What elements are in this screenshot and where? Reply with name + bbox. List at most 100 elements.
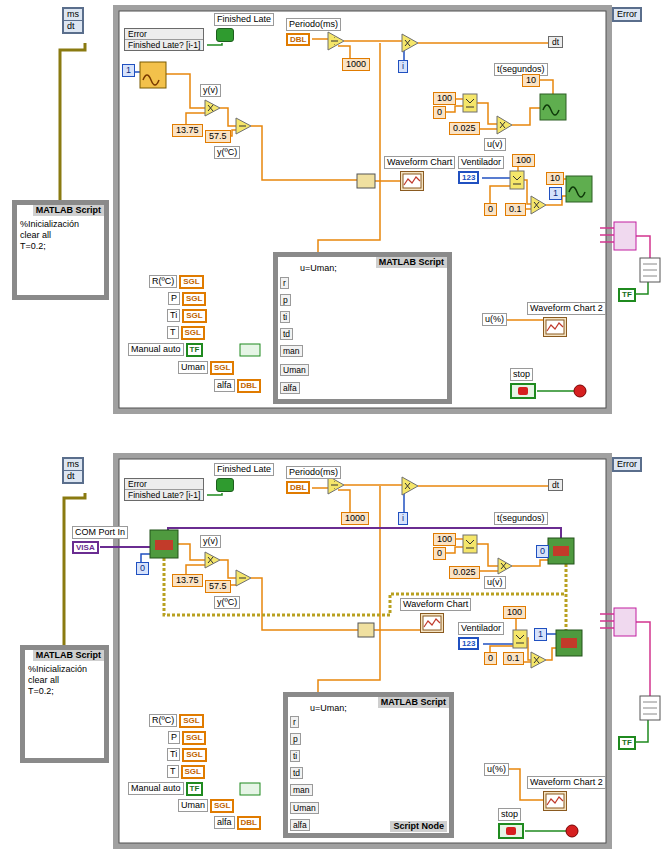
function-node [513, 630, 527, 648]
function-node [205, 100, 220, 116]
timed-loop-node: Error [612, 457, 642, 472]
terminal-label: p [280, 294, 291, 306]
terminal-label: man [280, 345, 303, 357]
terminal-label: ti [280, 311, 290, 323]
code-row: clear all [17, 230, 104, 241]
terminal-label: ti [280, 311, 290, 323]
terminal-type: SGL [181, 326, 205, 340]
node-text: dt [67, 471, 75, 482]
node-row: Error [614, 459, 640, 470]
function-glyph [405, 483, 410, 489]
node-text: 0 [484, 652, 497, 665]
node-row: Error [125, 479, 203, 489]
function-node [328, 32, 344, 50]
terminal-type: SGL [210, 799, 234, 813]
terminal-label: r [290, 716, 299, 728]
visa-read-icon [155, 540, 173, 550]
node-text: 57.5 [205, 130, 231, 143]
control-label: Uman [178, 361, 208, 374]
code-row: %Inicialización [25, 664, 104, 675]
integer-constant: i [398, 512, 408, 525]
control-label: Periodo(ms) [286, 18, 341, 31]
function-node [463, 535, 477, 553]
daq-output-icon [569, 187, 585, 197]
terminal-label: alfa [290, 819, 310, 831]
code-line: %Inicialización [28, 664, 87, 675]
terminal-type: TF [186, 343, 204, 357]
indicator-label: Finished Late [214, 13, 274, 26]
indicator-label: y(ºC) [214, 146, 240, 159]
numeric-constant: 0 [484, 652, 497, 665]
numeric-wire [512, 108, 540, 125]
function-node [498, 558, 512, 574]
conversion-node [240, 344, 260, 356]
cluster-wire [600, 613, 614, 615]
terminal-label: alfa [290, 819, 310, 831]
script-node: MATLAB Script%Inicializaciónclear allT=0… [20, 645, 109, 763]
bundle-icon [643, 264, 657, 276]
cluster-wire [600, 627, 614, 629]
node-text: 0 [433, 106, 446, 119]
boolean-indicator: Finished Late [214, 463, 274, 492]
indicator-label: y(v) [200, 535, 221, 548]
function-glyph [500, 122, 505, 128]
timed-loop-frame [119, 459, 606, 843]
node-text: 0 [484, 203, 497, 216]
terminal-label: r [280, 277, 289, 289]
node-text: 0.1 [503, 652, 524, 665]
terminal-type: SGL [179, 275, 203, 289]
numeric-constant: 1000 [342, 58, 370, 71]
integer-constant: 0 [536, 545, 549, 558]
cluster-wire [600, 227, 614, 229]
terminal-type: VISA [72, 541, 99, 555]
visa-write-icon [548, 538, 574, 564]
numeric-wire [524, 180, 531, 204]
function-glyph [208, 38, 539, 664]
control-label: T [167, 765, 179, 778]
node-text: 0.1 [505, 203, 526, 216]
daq-output-icon [566, 176, 592, 202]
numeric-constant: 57.5 [205, 130, 231, 143]
node-text: Error [128, 29, 147, 39]
function-glyph [239, 126, 246, 127]
node-text: u(v) [484, 576, 506, 589]
code-line: T=0.2; [28, 686, 54, 697]
bundle-icon [614, 608, 636, 636]
node-row: dt [64, 470, 82, 482]
terminal-label: td [280, 328, 293, 340]
function-node [497, 116, 512, 134]
numeric-constant: 10 [546, 172, 564, 185]
integer-wire [403, 492, 405, 512]
script-node: MATLAB Scriptu=Uman; [273, 252, 452, 404]
daq-output-icon [543, 105, 559, 115]
function-glyph [534, 657, 539, 663]
build-array-node [357, 174, 375, 188]
function-glyph [513, 176, 521, 184]
chart-icon [421, 613, 444, 632]
waveform-chart: Waveform Chart 2 [527, 302, 606, 340]
cluster-wire [636, 236, 650, 258]
visa-read-icon [150, 530, 178, 558]
timed-loop-frame [113, 453, 612, 849]
function-glyph [516, 635, 524, 643]
boolean-wire [537, 390, 574, 392]
indicator-label: u(%) [484, 763, 509, 776]
data-node: ErrorFinished Late? [i-1] [124, 478, 204, 501]
type-label: TF [618, 736, 636, 750]
terminal-type: DBL [237, 816, 261, 830]
function-glyph [331, 38, 338, 45]
numeric-wire [344, 484, 402, 486]
timed-loop-node: Error [612, 7, 642, 22]
integer-wire [134, 49, 562, 644]
numeric-wire [478, 128, 497, 130]
node-row: ms [64, 459, 82, 470]
code-row: T=0.2; [17, 241, 104, 252]
timed-loop-node: msdt [62, 457, 84, 484]
bundle-icon [643, 702, 657, 714]
numeric-constant: 13.75 [172, 124, 203, 137]
chart-icon [543, 317, 606, 340]
stop-terminal [511, 384, 535, 398]
control-label: Periodo(ms) [286, 466, 341, 479]
terminal-type: TF [186, 782, 204, 796]
